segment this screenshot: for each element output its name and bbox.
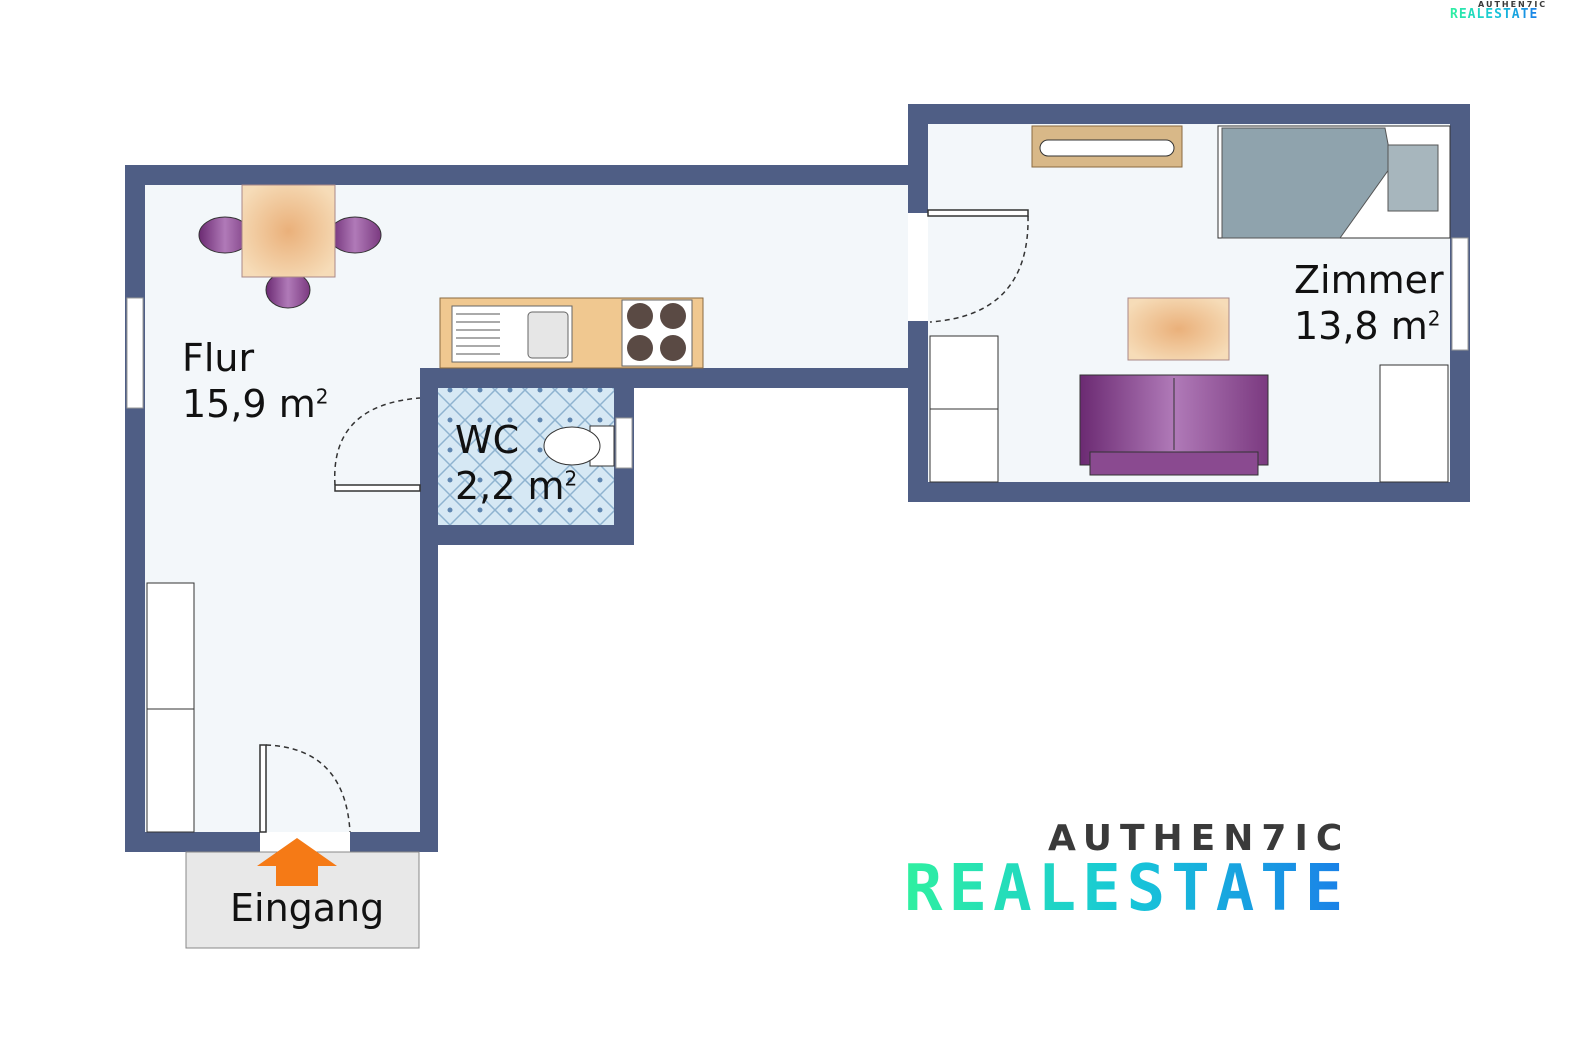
toilet-icon <box>543 425 615 467</box>
area-unit-sup: 2 <box>315 383 329 408</box>
area-value: 2,2 m <box>455 463 565 508</box>
area-value: 13,8 m <box>1294 303 1428 348</box>
room-area: 2,2 m2 <box>455 464 577 510</box>
logo-small-top: AUTHEN7IC <box>1478 0 1548 9</box>
room-label-zimmer: Zimmer 13,8 m2 <box>1294 258 1444 349</box>
logo-top-text: AUTHEN7IC <box>1048 818 1351 859</box>
room-name: WC <box>455 418 520 462</box>
logo-bottom-text: REALESTATE <box>904 852 1350 926</box>
doors <box>259 209 1029 833</box>
kitchenette <box>439 297 704 369</box>
room-area: 15,9 m2 <box>182 382 328 428</box>
dining-table <box>198 184 382 309</box>
zimmer-furniture <box>929 125 1451 483</box>
flur-cabinet <box>146 582 195 833</box>
room-name: Zimmer <box>1294 258 1444 302</box>
room-name: Flur <box>182 336 255 380</box>
room-area: 13,8 m2 <box>1294 304 1444 350</box>
entrance-arrow-icon <box>257 838 337 886</box>
logo-small-bottom: REALESTATE <box>1450 7 1539 22</box>
windows <box>126 237 1469 469</box>
area-unit-sup: 2 <box>1427 305 1441 330</box>
room-label-wc: WC 2,2 m2 <box>455 418 577 509</box>
area-unit-sup: 2 <box>564 465 578 490</box>
area-value: 15,9 m <box>182 381 316 426</box>
entrance-label: Eingang <box>230 886 385 930</box>
room-label-flur: Flur 15,9 m2 <box>182 336 328 427</box>
